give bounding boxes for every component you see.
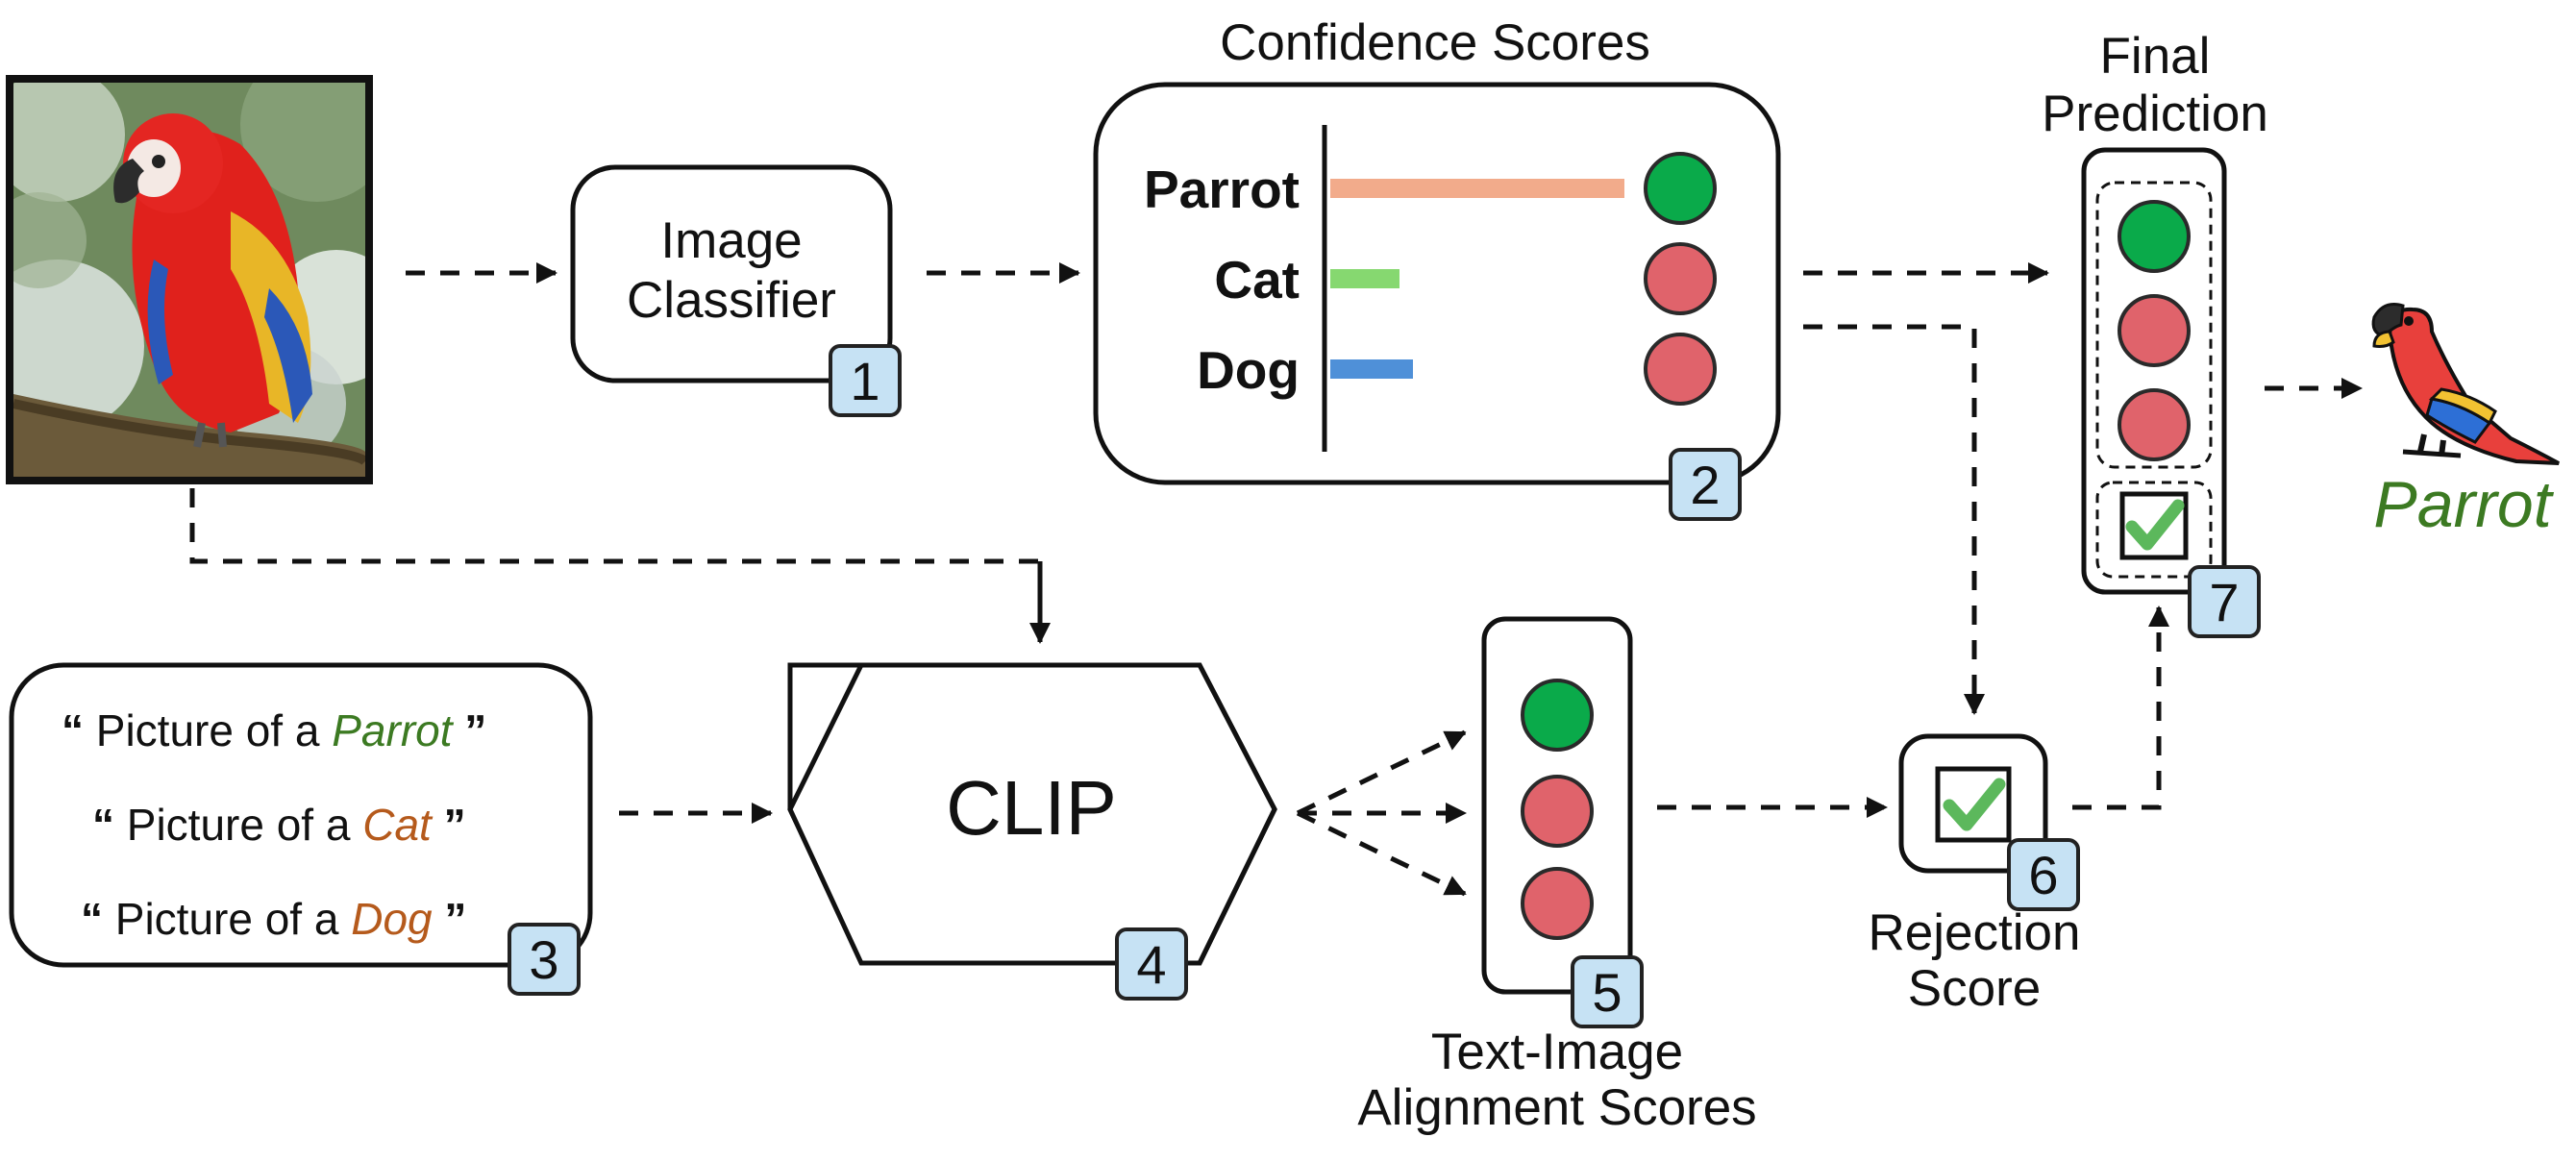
badge-7: 7 — [2188, 565, 2261, 638]
confidence-status-dot — [1644, 333, 1717, 406]
badge-1: 1 — [829, 344, 902, 417]
output-label: Parrot — [2373, 468, 2554, 541]
confidence-status-dot — [1644, 152, 1717, 225]
badge-4: 4 — [1115, 927, 1188, 1001]
confidence-class-label: Cat — [1214, 250, 1300, 309]
prompt-line: “ Picture of a Cat ” — [92, 800, 466, 850]
confidence-class-label: Dog — [1197, 340, 1300, 400]
alignment-label-line2: Alignment Scores — [1357, 1079, 1756, 1136]
alignment-status-dot — [1521, 775, 1594, 848]
badge-6: 6 — [2007, 838, 2080, 911]
alignment-status-dot — [1521, 867, 1594, 940]
confidence-title: Confidence Scores — [1220, 14, 1650, 71]
final-status-dot — [2118, 294, 2191, 367]
rejection-label-line2: Score — [1908, 960, 2041, 1017]
input-image — [6, 75, 373, 484]
badge-3: 3 — [508, 923, 581, 996]
classifier-label-line2: Classifier — [627, 272, 836, 329]
arrow-rejection-to-final — [2072, 606, 2169, 810]
arrow-scores-to-rejection — [1803, 324, 1985, 715]
final-title-line2: Prediction — [2042, 86, 2268, 142]
badge-6-number: 6 — [2028, 845, 2058, 905]
image-classifier-block: Image Classifier — [570, 164, 893, 383]
badge-4-number: 4 — [1136, 934, 1166, 995]
prompt-line: “ Picture of a Dog ” — [81, 894, 466, 944]
clip-label: CLIP — [946, 765, 1117, 851]
alignment-status-dot — [1521, 679, 1594, 752]
final-status-dot — [2118, 200, 2191, 273]
confidence-bar — [1330, 269, 1399, 288]
rejection-check-icon — [1935, 766, 2012, 843]
classifier-label-line1: Image — [660, 212, 802, 269]
arrow-clip-to-align-1 — [1296, 729, 1467, 816]
clip-block: CLIP — [787, 662, 1277, 966]
alignment-panel — [1481, 616, 1633, 995]
alignment-dots — [1521, 679, 1594, 940]
badge-2: 2 — [1669, 448, 1742, 521]
confidence-bar — [1330, 179, 1624, 198]
alignment-label-line1: Text-Image — [1431, 1024, 1683, 1080]
rejection-block — [1898, 733, 2048, 874]
badge-3-number: 3 — [529, 929, 558, 990]
final-dots — [2118, 200, 2191, 461]
badge-5-number: 5 — [1592, 962, 1622, 1023]
final-title-line1: Final — [2100, 28, 2211, 85]
confidence-bar — [1330, 359, 1413, 379]
arrow-clip-to-align-3 — [1296, 810, 1467, 897]
final-prediction-panel — [2081, 147, 2227, 595]
confidence-class-label: Parrot — [1144, 160, 1300, 219]
badge-1-number: 1 — [850, 351, 879, 411]
flow-arrows — [189, 262, 2363, 897]
prompt-line: “ Picture of a Parrot ” — [62, 705, 486, 755]
final-check-icon — [2119, 491, 2189, 560]
prompt-lines: “ Picture of a Parrot ” “ Picture of a Ca… — [62, 705, 486, 944]
badge-2-number: 2 — [1690, 455, 1720, 515]
prompts-box: “ Picture of a Parrot ” “ Picture of a Ca… — [9, 662, 593, 968]
final-status-dot — [2118, 388, 2191, 461]
confidence-status-dot — [1644, 242, 1717, 315]
parrot-icon — [2371, 303, 2560, 465]
arrow-image-to-clip-path — [189, 488, 1040, 564]
badge-7-number: 7 — [2209, 572, 2239, 632]
badge-5: 5 — [1571, 955, 1644, 1028]
rejection-label-line1: Rejection — [1869, 904, 2081, 961]
